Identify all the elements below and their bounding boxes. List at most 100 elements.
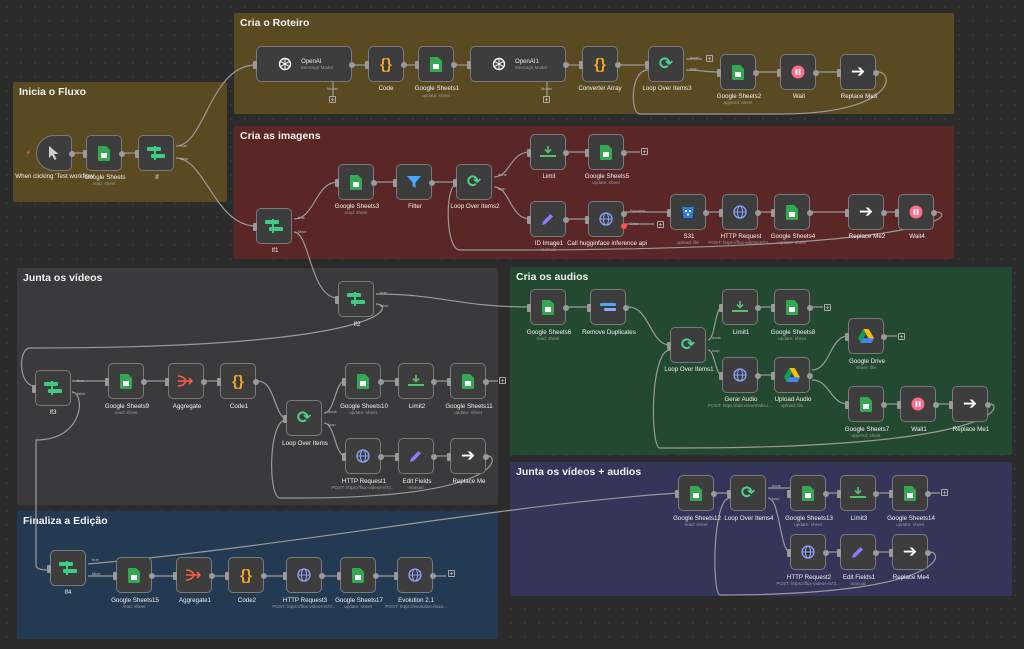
output-port[interactable] xyxy=(373,573,379,579)
output-port[interactable] xyxy=(431,454,437,460)
node-limit3[interactable] xyxy=(837,475,879,511)
output-port[interactable] xyxy=(755,373,761,379)
node-google-sheets4[interactable] xyxy=(771,194,813,230)
node-google-sheets17[interactable] xyxy=(337,557,379,593)
node-google-sheets10[interactable] xyxy=(342,363,384,399)
output-port[interactable] xyxy=(807,210,813,216)
output-port[interactable] xyxy=(925,550,931,556)
node-google-sheets14[interactable] xyxy=(889,475,931,511)
input-port[interactable] xyxy=(771,372,775,380)
input-port[interactable] xyxy=(165,378,169,386)
input-port[interactable] xyxy=(447,378,451,386)
input-port[interactable] xyxy=(393,179,397,187)
node-id-image1[interactable] xyxy=(527,201,569,237)
node-wait[interactable] xyxy=(777,54,819,90)
input-port[interactable] xyxy=(675,490,679,498)
output-port[interactable] xyxy=(378,379,384,385)
output-port[interactable] xyxy=(621,211,627,217)
input-port[interactable] xyxy=(342,378,346,386)
add-node-button[interactable]: + xyxy=(898,333,905,341)
output-port[interactable] xyxy=(873,491,879,497)
input-port[interactable] xyxy=(771,304,775,312)
output-port[interactable] xyxy=(933,402,939,408)
input-port[interactable] xyxy=(527,216,531,224)
input-port[interactable] xyxy=(105,378,109,386)
node-evolution[interactable] xyxy=(394,557,436,593)
input-port[interactable] xyxy=(253,223,257,231)
node-replace-me4[interactable]: ➔ xyxy=(889,534,931,570)
node-google-sheets15[interactable] xyxy=(113,557,155,593)
error-port[interactable] xyxy=(621,223,627,229)
node-http-request[interactable] xyxy=(719,194,761,230)
output-port[interactable] xyxy=(823,550,829,556)
output-port[interactable] xyxy=(755,210,761,216)
input-port[interactable] xyxy=(217,378,221,386)
node-google-sheets9[interactable] xyxy=(105,363,147,399)
input-port[interactable] xyxy=(527,304,531,312)
node-google-sheets7[interactable] xyxy=(845,386,887,422)
add-node-button[interactable]: + xyxy=(706,55,713,63)
output-port[interactable] xyxy=(873,70,879,76)
input-port[interactable] xyxy=(415,61,419,69)
input-port[interactable] xyxy=(335,179,339,187)
node-google-sheets1[interactable] xyxy=(415,46,457,82)
input-port[interactable] xyxy=(719,304,723,312)
node-remove-duplicates[interactable] xyxy=(587,289,629,325)
node-edit-fields1[interactable] xyxy=(837,534,879,570)
input-port[interactable] xyxy=(395,453,399,461)
input-port[interactable] xyxy=(717,69,721,77)
output-port[interactable] xyxy=(563,305,569,311)
node-code[interactable]: {} xyxy=(365,46,407,82)
input-port[interactable] xyxy=(837,490,841,498)
add-model-button[interactable]: + xyxy=(543,96,550,104)
add-node-button[interactable]: + xyxy=(641,148,648,156)
input-port[interactable] xyxy=(335,296,339,304)
output-port[interactable] xyxy=(563,62,569,68)
output-port[interactable] xyxy=(483,379,489,385)
node-if2[interactable] xyxy=(335,281,374,317)
output-port[interactable] xyxy=(807,305,813,311)
node-http-request3[interactable] xyxy=(283,557,325,593)
output-port[interactable] xyxy=(881,402,887,408)
input-port[interactable] xyxy=(113,572,117,580)
node-limit2[interactable] xyxy=(395,363,437,399)
output-port[interactable] xyxy=(483,454,489,460)
node-if1[interactable] xyxy=(253,208,292,244)
output-port[interactable] xyxy=(261,573,267,579)
node-google-sheets3[interactable] xyxy=(335,164,377,200)
node-google-sheets8[interactable] xyxy=(771,289,813,325)
input-port[interactable] xyxy=(283,572,287,580)
input-port[interactable] xyxy=(395,378,399,386)
input-port[interactable] xyxy=(579,61,583,69)
output-port[interactable] xyxy=(703,210,709,216)
output-port[interactable] xyxy=(253,379,259,385)
output-port[interactable] xyxy=(615,62,621,68)
input-port[interactable] xyxy=(845,209,849,217)
node-call-hugginface[interactable] xyxy=(585,201,627,237)
input-port[interactable] xyxy=(667,342,671,350)
node-trigger[interactable] xyxy=(36,135,75,171)
input-port[interactable] xyxy=(585,149,589,157)
output-port[interactable] xyxy=(349,62,355,68)
node-converter-array[interactable]: {} xyxy=(579,46,621,82)
node-google-sheets[interactable] xyxy=(83,135,125,171)
output-port[interactable] xyxy=(873,550,879,556)
input-port[interactable] xyxy=(337,572,341,580)
output-port[interactable] xyxy=(201,379,207,385)
output-port[interactable] xyxy=(755,305,761,311)
output-port[interactable] xyxy=(753,70,759,76)
output-port[interactable] xyxy=(881,210,887,216)
node-aggregate[interactable] xyxy=(165,363,207,399)
input-port[interactable] xyxy=(771,209,775,217)
input-port[interactable] xyxy=(47,565,51,573)
output-port[interactable] xyxy=(985,402,991,408)
node-google-sheets2[interactable] xyxy=(717,54,759,90)
input-port[interactable] xyxy=(845,333,849,341)
output-port[interactable] xyxy=(451,62,457,68)
input-port[interactable] xyxy=(32,385,36,393)
output-port[interactable] xyxy=(119,151,125,157)
output-port[interactable] xyxy=(623,305,629,311)
input-port[interactable] xyxy=(645,61,649,69)
node-filter[interactable] xyxy=(393,164,435,200)
